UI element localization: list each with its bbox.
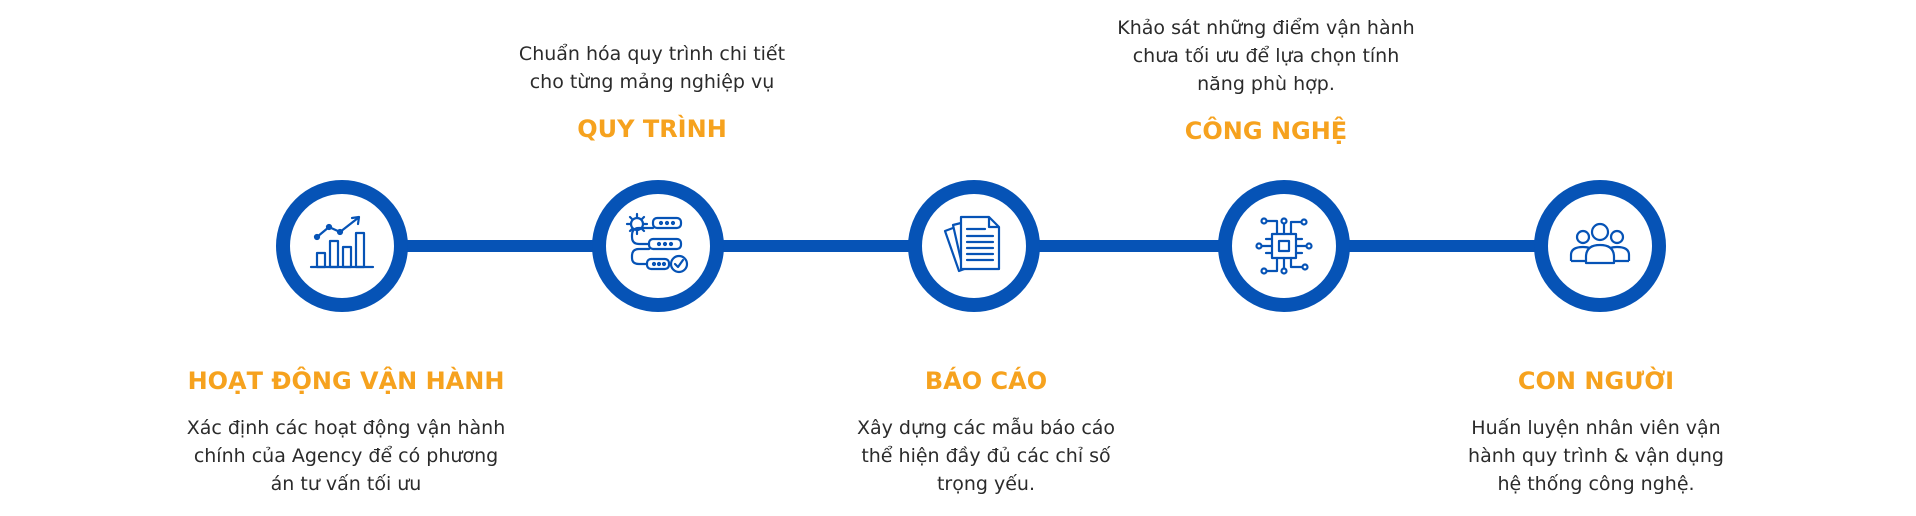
step-description: Huấn luyện nhân viên vận hành quy trình … bbox=[1416, 414, 1776, 498]
step-title: CÔNG NGHỆ bbox=[1184, 117, 1348, 145]
node-process bbox=[592, 180, 724, 312]
step-operations: HOẠT ĐỘNG VẬN HÀNH Xác định các hoạt độn… bbox=[166, 366, 526, 498]
description-line: án tư vấn tối ưu bbox=[270, 473, 422, 495]
step-title: BÁO CÁO bbox=[924, 367, 1048, 395]
step-description: Chuẩn hóa quy trình chi tiết cho từng mả… bbox=[472, 40, 832, 96]
step-title: QUY TRÌNH bbox=[577, 115, 727, 143]
node-technology bbox=[1218, 180, 1350, 312]
node-people bbox=[1534, 180, 1666, 312]
step-reports: BÁO CÁO Xây dựng các mẫu báo cáo thể hiệ… bbox=[806, 366, 1166, 498]
bar-chart-icon bbox=[309, 215, 375, 269]
step-people: CON NGƯỜI Huấn luyện nhân viên vận hành … bbox=[1416, 366, 1776, 498]
people-icon bbox=[1569, 222, 1631, 265]
step-technology: Khảo sát những điểm vận hành chưa tối ưu… bbox=[1086, 14, 1446, 146]
step-description: Xây dựng các mẫu báo cáo thể hiện đầy đủ… bbox=[806, 414, 1166, 498]
description-line: Khảo sát những điểm vận hành bbox=[1117, 17, 1415, 39]
step-description: Khảo sát những điểm vận hành chưa tối ưu… bbox=[1086, 14, 1446, 98]
step-process: Chuẩn hóa quy trình chi tiết cho từng mả… bbox=[472, 40, 832, 144]
step-title: CON NGƯỜI bbox=[1517, 367, 1675, 395]
description-line: chưa tối ưu để lựa chọn tính bbox=[1132, 45, 1400, 67]
description-line: Xác định các hoạt động vận hành bbox=[186, 417, 506, 439]
chip-icon bbox=[1255, 217, 1313, 275]
node-operations bbox=[276, 180, 408, 312]
description-line: trọng yếu. bbox=[936, 473, 1036, 495]
description-line: thể hiện đầy đủ các chỉ số bbox=[861, 445, 1111, 467]
description-line: chính của Agency để có phương bbox=[193, 445, 499, 467]
description-line: Huấn luyện nhân viên vận bbox=[1471, 417, 1721, 439]
description-line: cho từng mảng nghiệp vụ bbox=[529, 71, 775, 93]
description-line: hành quy trình & vận dụng bbox=[1468, 445, 1724, 467]
workflow-icon bbox=[625, 212, 689, 274]
description-line: hệ thống công nghệ. bbox=[1497, 473, 1695, 495]
description-line: Xây dựng các mẫu báo cáo bbox=[856, 417, 1116, 439]
description-line: năng phù hợp. bbox=[1197, 73, 1335, 95]
documents-icon bbox=[943, 215, 1001, 273]
node-reports bbox=[908, 180, 1040, 312]
step-title: HOẠT ĐỘNG VẬN HÀNH bbox=[187, 367, 505, 395]
step-description: Xác định các hoạt động vận hành chính củ… bbox=[166, 414, 526, 498]
description-line: Chuẩn hóa quy trình chi tiết bbox=[518, 43, 786, 65]
